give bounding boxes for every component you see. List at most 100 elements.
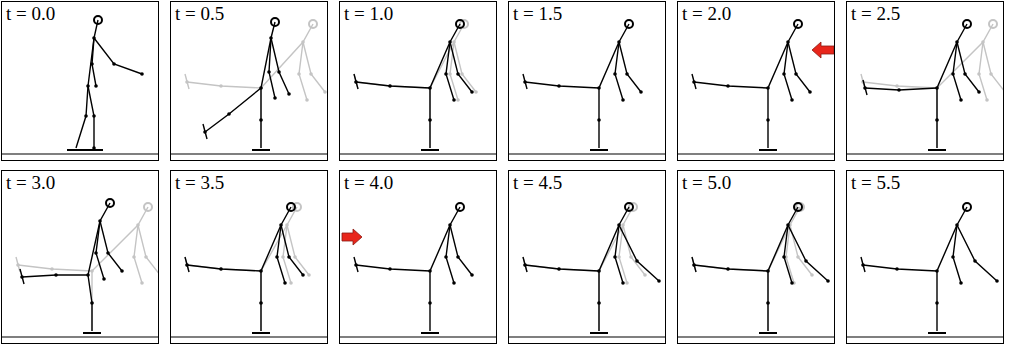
head-circle <box>625 203 633 211</box>
ghost-figure <box>16 203 159 333</box>
joint-dot <box>106 251 110 255</box>
foot-bar <box>861 257 865 272</box>
foot-bar <box>523 257 527 272</box>
limb-line <box>863 82 937 88</box>
joint-dot <box>597 269 601 273</box>
joint-dot <box>307 273 311 277</box>
limb-line <box>615 42 623 100</box>
foot-bar <box>85 149 103 151</box>
limb-line <box>983 42 1004 92</box>
time-label: t = 5.5 <box>851 173 900 194</box>
foot-bar <box>83 332 101 334</box>
joint-dot <box>963 72 967 76</box>
joint-dot <box>456 255 460 259</box>
joint-dot <box>989 72 993 76</box>
figure-illustration <box>340 2 497 161</box>
limb-line <box>299 42 307 100</box>
joint-dot <box>977 72 981 76</box>
limb-line <box>953 225 961 283</box>
joint-dot <box>140 72 144 76</box>
joint-dot <box>657 279 661 283</box>
joint-dot <box>388 267 392 271</box>
frame-panel: t = 3.0 <box>1 170 159 344</box>
joint-dot <box>935 269 939 273</box>
figure-illustration <box>2 171 159 344</box>
joint-dot <box>726 267 730 271</box>
joint-dot <box>444 255 448 259</box>
ground-line <box>678 153 835 154</box>
frame-panel: t = 0.0 <box>1 1 159 161</box>
limb-line <box>94 38 142 74</box>
ground-line <box>847 336 1004 337</box>
joint-dot <box>629 255 633 259</box>
limb-line <box>768 207 800 331</box>
head-circle <box>94 16 102 24</box>
head-circle <box>963 20 971 28</box>
frame-panel: t = 0.5 <box>170 1 328 161</box>
joint-dot <box>428 118 432 122</box>
foot-bar <box>928 149 946 151</box>
joint-dot <box>102 277 106 281</box>
limb-line <box>599 207 633 331</box>
joint-dot <box>287 92 291 96</box>
figure-illustration <box>678 171 835 344</box>
limb-line <box>694 265 768 271</box>
foot-bar <box>185 74 189 89</box>
joint-dot <box>84 114 88 118</box>
ground-line <box>2 153 159 154</box>
joint-dot <box>277 70 281 74</box>
joint-dot <box>259 118 263 122</box>
joint-dot <box>726 84 730 88</box>
foot-bar <box>590 332 608 334</box>
limb-line <box>76 20 98 148</box>
limb-line <box>937 24 993 148</box>
joint-dot <box>995 279 999 283</box>
joint-dot <box>323 90 327 94</box>
foot-bar <box>692 257 696 272</box>
joint-dot <box>283 281 287 285</box>
head-circle <box>456 203 464 211</box>
joint-dot <box>54 273 58 277</box>
limb-line <box>261 24 313 148</box>
ghost-figure <box>185 203 311 333</box>
joint-dot <box>227 112 231 116</box>
joint-dot <box>895 267 899 271</box>
joint-dot <box>90 62 94 66</box>
foot-bar <box>16 257 20 272</box>
limb-line <box>768 24 798 148</box>
figure-illustration <box>171 171 328 344</box>
foot-bar <box>354 74 358 89</box>
foot-bar <box>67 149 85 151</box>
limb-line <box>863 265 937 271</box>
joint-dot <box>452 40 456 44</box>
limb-line <box>205 88 261 132</box>
joint-dot <box>617 40 621 44</box>
limb-line <box>269 38 275 98</box>
limb-line <box>430 24 464 148</box>
joint-dot <box>613 255 617 259</box>
joint-dot <box>766 269 770 273</box>
foot-bar <box>354 257 358 272</box>
limb-line <box>623 225 645 275</box>
joint-dot <box>301 273 305 277</box>
stick-figure <box>692 20 812 150</box>
head-circle <box>287 203 295 211</box>
joint-dot <box>786 40 790 44</box>
foot-bar <box>928 149 946 151</box>
foot-bar <box>252 332 270 334</box>
joint-dot <box>470 273 474 277</box>
frame-panel: t = 4.5 <box>508 170 666 344</box>
joint-dot <box>790 98 794 102</box>
figure-illustration <box>678 2 835 161</box>
joint-dot <box>287 255 291 259</box>
limb-line <box>615 225 623 283</box>
joint-dot <box>219 267 223 271</box>
limb-line <box>599 24 629 148</box>
limb-line <box>446 225 454 283</box>
limb-line <box>525 265 599 271</box>
time-label: t = 3.5 <box>175 173 224 194</box>
foot-bar <box>590 332 608 334</box>
limb-line <box>694 82 768 88</box>
time-label: t = 2.5 <box>851 4 900 25</box>
foot-bar <box>83 332 101 334</box>
